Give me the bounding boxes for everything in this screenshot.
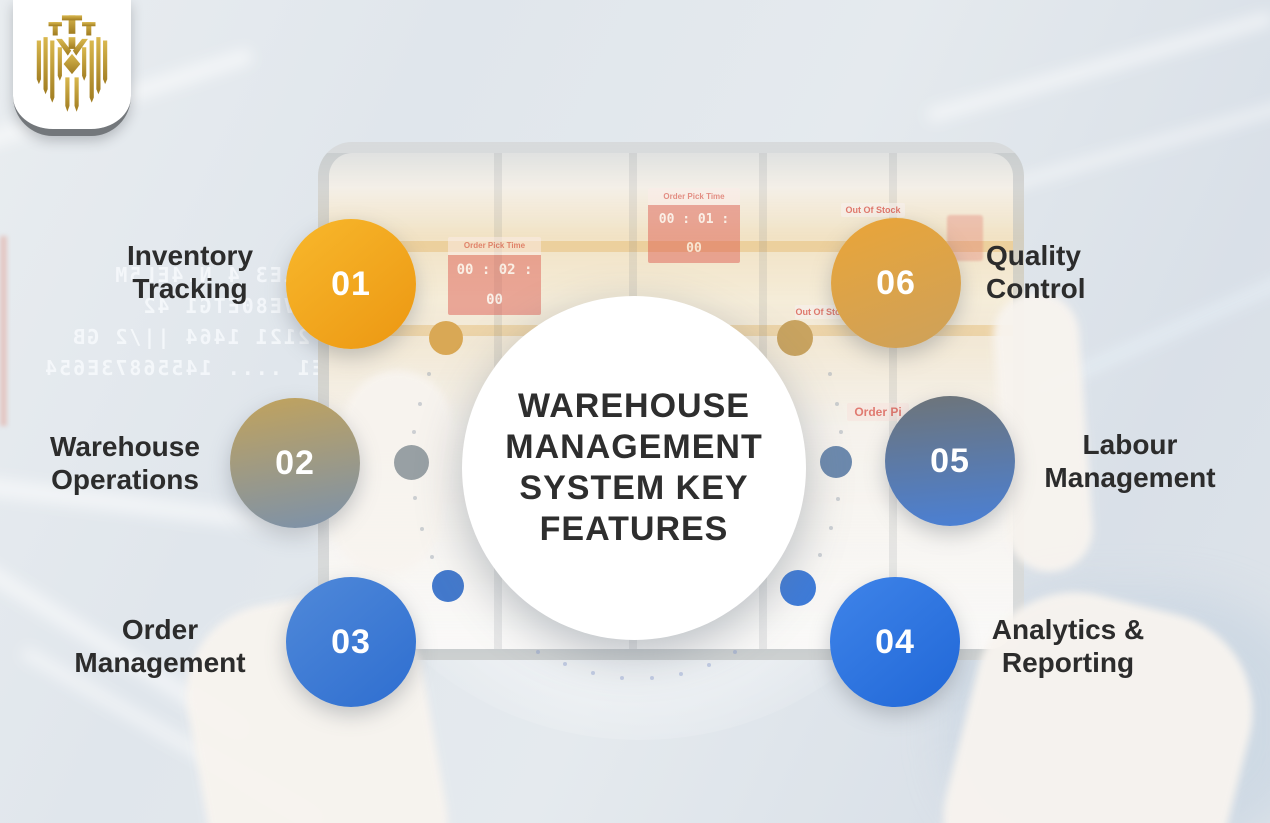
arc-dot <box>420 527 424 531</box>
feature-05-circle: 05 <box>885 396 1015 526</box>
arc-dot <box>412 430 416 434</box>
feature-01-circle: 01 <box>286 219 416 349</box>
rack-post <box>889 153 897 649</box>
feature-05-label: Labour Management <box>1044 429 1216 494</box>
brand-logo-badge <box>13 0 131 136</box>
code-line: 1E1 .... 14556873E654 <box>43 356 338 380</box>
arc-dot <box>836 497 840 501</box>
pick-timer-title: Order Pick Time <box>448 237 541 255</box>
feature-03-circle: 03 <box>286 577 416 707</box>
arc-dot <box>679 672 683 676</box>
feature-05-number: 05 <box>930 441 970 480</box>
stock-label: Out Of Stock <box>841 203 905 217</box>
feature-06-label: Quality Control <box>986 240 1086 305</box>
infographic-title: WAREHOUSE MANAGEMENT SYSTEM KEY FEATURES <box>505 387 763 548</box>
feature-01-number: 01 <box>331 264 371 303</box>
feature-02-number: 02 <box>275 443 315 482</box>
feature-04-label: Analytics & Reporting <box>991 614 1145 679</box>
arc-dot <box>430 555 434 559</box>
arc-dot <box>818 553 822 557</box>
light-streak <box>925 10 1270 124</box>
feature-03-label: Order Management <box>74 614 246 679</box>
arc-dot <box>828 372 832 376</box>
connector-dot-03 <box>432 570 464 602</box>
pick-timer-box: Order Pick Time 00 : 01 : 00 <box>648 188 740 263</box>
connector-dot-02 <box>394 445 429 480</box>
feature-01-label: Inventory Tracking <box>126 240 254 305</box>
arc-dot <box>536 650 540 654</box>
arc-dot <box>733 650 737 654</box>
feature-03-number: 03 <box>331 622 371 661</box>
arc-dot <box>418 402 422 406</box>
arc-dot <box>650 676 654 680</box>
arc-dot <box>829 526 833 530</box>
center-circle: WAREHOUSE MANAGEMENT SYSTEM KEY FEATURES <box>462 296 806 640</box>
feature-06-circle: 06 <box>831 218 961 348</box>
light-streak <box>1004 98 1270 192</box>
feature-02-circle: 02 <box>230 398 360 528</box>
arc-dot <box>620 676 624 680</box>
stock-label: Order Pi <box>847 403 909 421</box>
shelf-beam <box>329 241 1013 252</box>
pick-timer-title: Order Pick Time <box>648 188 740 205</box>
arc-dot <box>427 372 431 376</box>
feature-04-circle: 04 <box>830 577 960 707</box>
brand-logo-icon <box>36 15 108 112</box>
arc-dot <box>413 496 417 500</box>
feature-06-number: 06 <box>876 263 916 302</box>
arc-dot <box>563 662 567 666</box>
arc-dot <box>707 663 711 667</box>
connector-dot-06 <box>777 320 813 356</box>
pick-timer-box: Order Pick Time 00 : 02 : 00 <box>448 237 541 315</box>
arc-dot <box>591 671 595 675</box>
pink-edge-strip <box>0 236 7 426</box>
code-line: Y 2121 1464 ||/2 GB <box>71 325 338 349</box>
feature-02-label: Warehouse Operations <box>50 431 200 496</box>
feature-04-number: 04 <box>875 622 915 661</box>
arc-dot <box>839 430 843 434</box>
pick-timer-value: 00 : 01 : 00 <box>648 205 740 263</box>
pick-timer-value: 00 : 02 : 00 <box>448 255 541 315</box>
connector-dot-01 <box>429 321 463 355</box>
arc-dot <box>835 402 839 406</box>
connector-dot-04 <box>780 570 816 606</box>
connector-dot-05 <box>820 446 852 478</box>
